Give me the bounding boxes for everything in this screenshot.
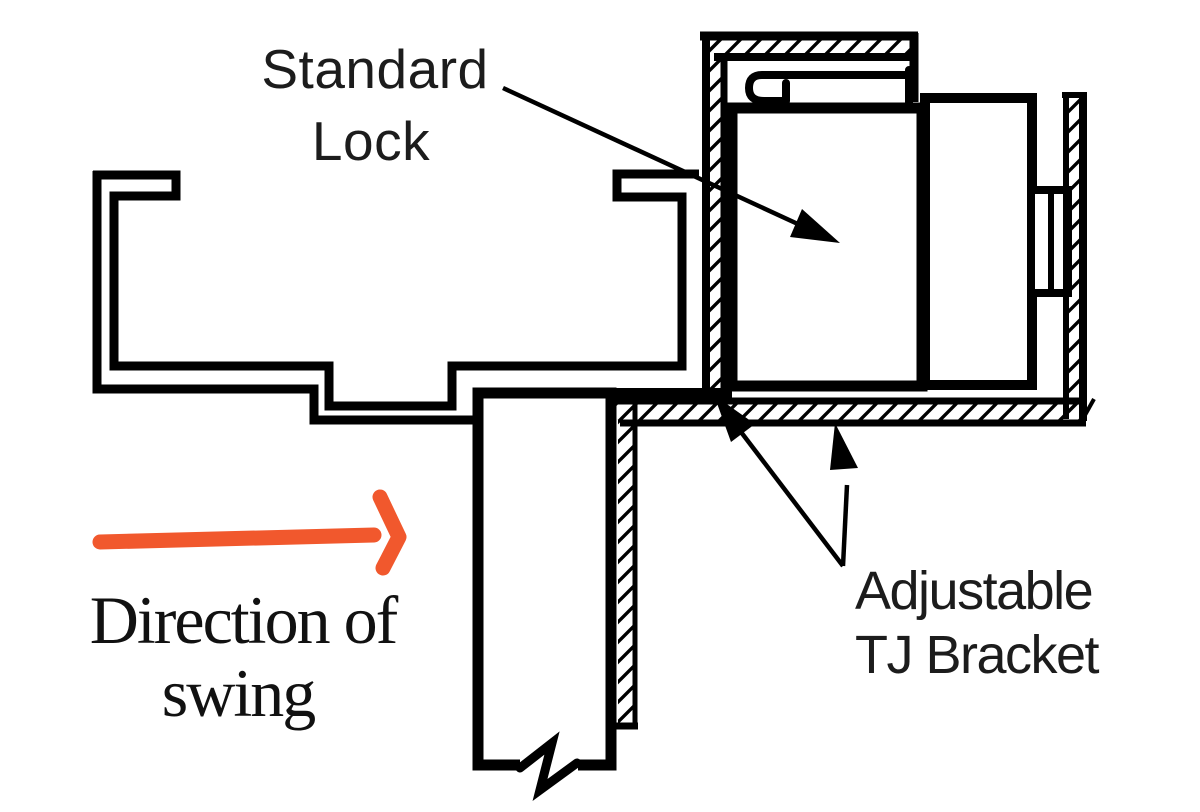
bracket-arrowhead-left [714, 395, 755, 442]
door-break-mark [515, 731, 582, 802]
label-swing-direction-line1: Direction of [90, 582, 399, 658]
bracket-bottom-hatched-bar [611, 397, 1086, 427]
standard-lock-arrowhead [790, 209, 840, 243]
lock-cylinder-block [1027, 186, 1072, 297]
left-strip-hatch [708, 40, 723, 390]
lock-body [726, 102, 928, 392]
wall-frame-profile [92, 169, 732, 425]
bracket-leader-line-right [840, 484, 850, 567]
door-outline [472, 387, 617, 771]
door-strip-hatch [618, 420, 634, 726]
label-adjustable-bracket-line1: Adjustable [855, 561, 1092, 621]
swing-arrow-head [372, 489, 407, 576]
swing-arrow [92, 489, 407, 576]
label-swing-direction-line2: swing [162, 655, 315, 731]
bottom-bar-hatch [613, 404, 1086, 420]
bracket-arrowhead-right [830, 423, 858, 470]
bracket-leader-line-left [739, 430, 845, 568]
lock-outer-case [920, 93, 1037, 390]
right-strip-hatch [1066, 96, 1082, 418]
swing-arrow-shaft [92, 527, 382, 550]
door-panel [472, 387, 617, 802]
leader-adjustable-bracket [714, 395, 858, 568]
leader-standard-lock [502, 85, 840, 243]
label-standard-lock-line1: Standard [261, 38, 488, 100]
frame-lip-hook [745, 66, 913, 108]
bracket-right-hatched-strip [1062, 92, 1096, 425]
standard-lock-leader-line [502, 85, 801, 228]
bracket-top-hatched-bar [700, 31, 919, 102]
label-adjustable-bracket-line2: TJ Bracket [855, 625, 1100, 685]
wall-inner-line [93, 169, 699, 411]
frame-left-hatched-strip [702, 33, 728, 391]
top-bar-hatch [704, 40, 914, 57]
label-standard-lock-line2: Lock [312, 110, 430, 172]
wall-outer-line [92, 171, 478, 425]
